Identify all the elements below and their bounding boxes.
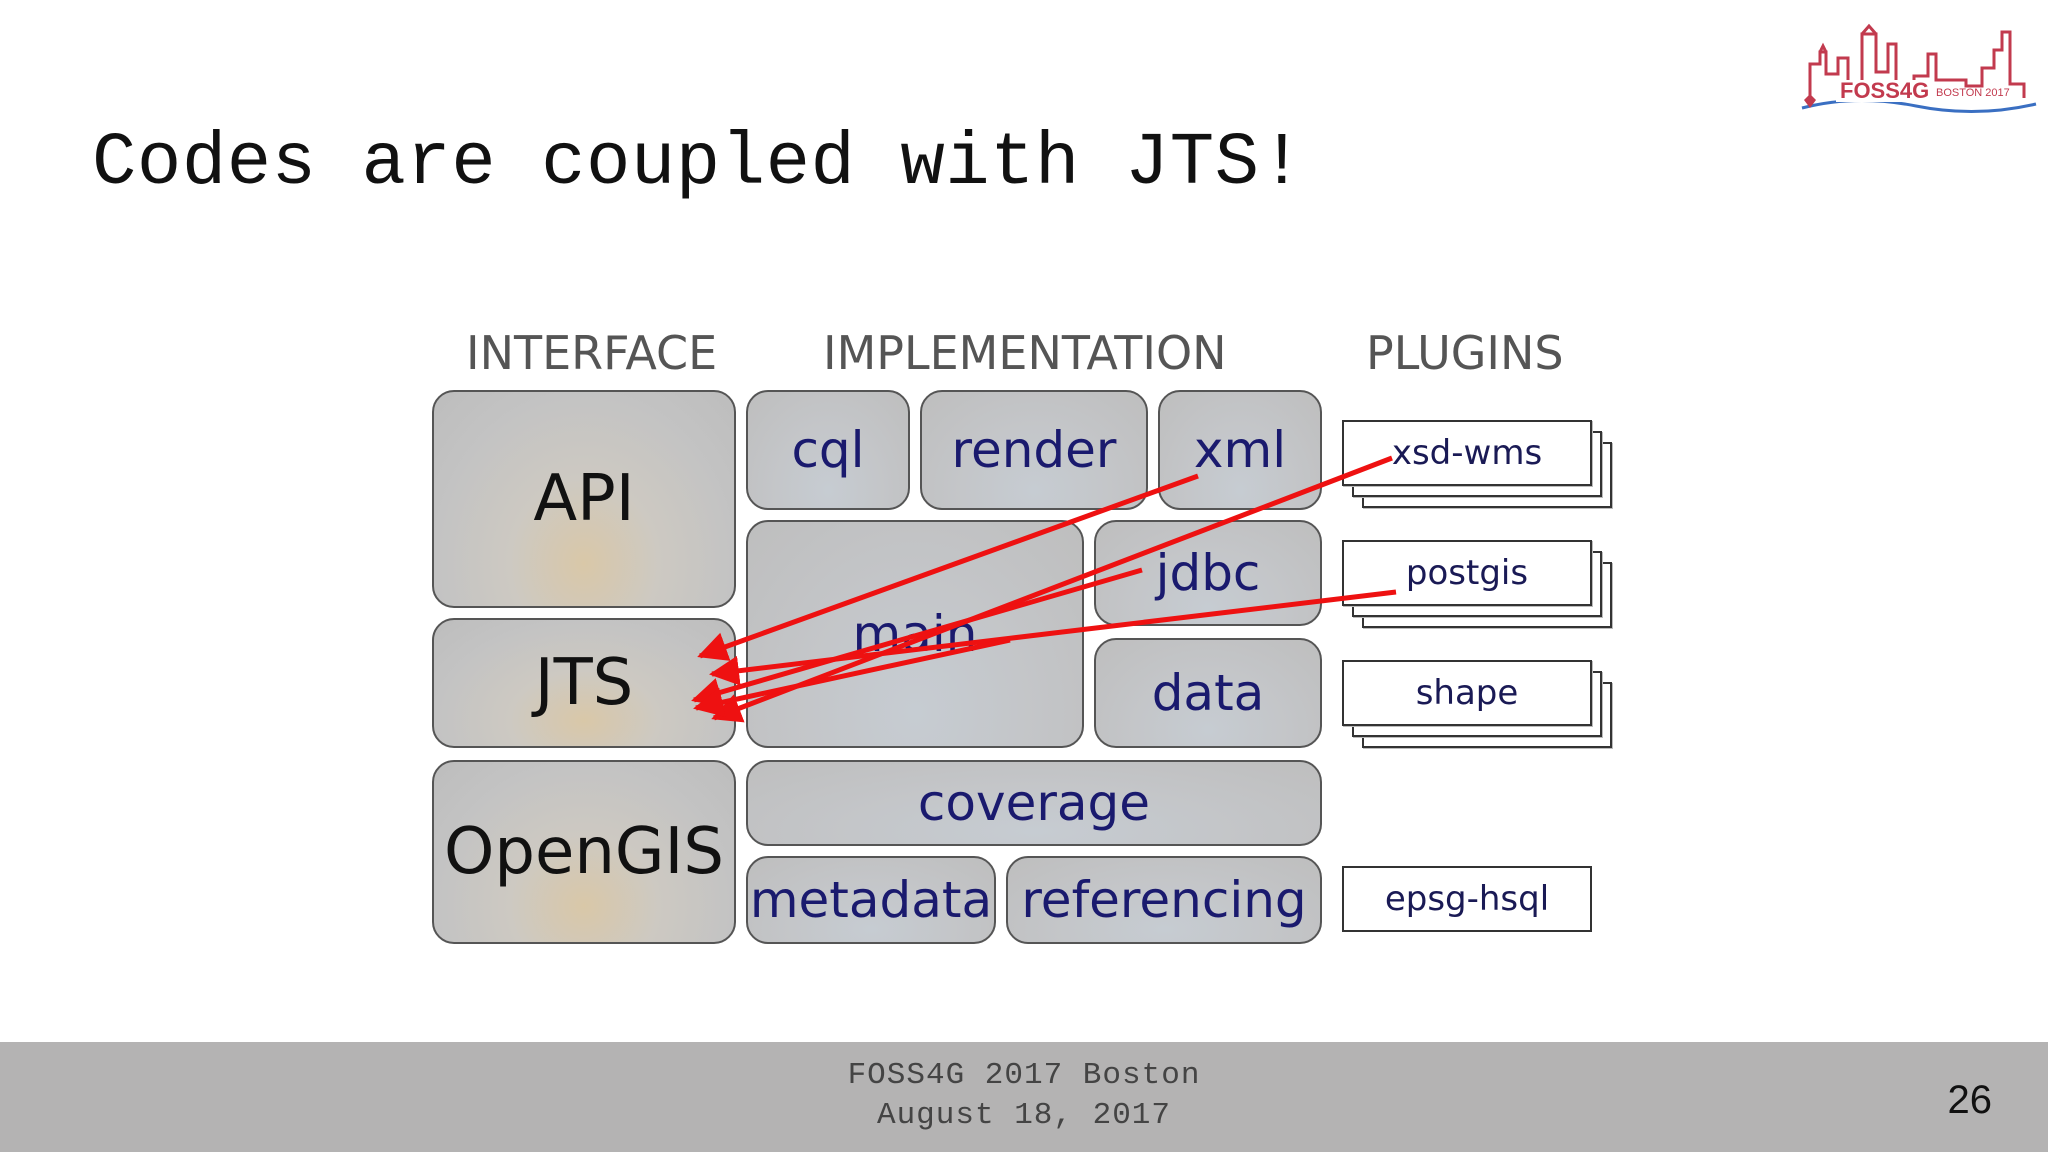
data-box: data [1094, 638, 1322, 748]
jts-label: JTS [534, 646, 634, 720]
plugin-xsd-wms: xsd-wms [1342, 420, 1614, 510]
slide-footer: FOSS4G 2017 Boston August 18, 2017 26 [0, 1042, 2048, 1152]
page-number: 26 [1947, 1078, 1993, 1122]
architecture-diagram: INTERFACE IMPLEMENTATION PLUGINS API JTS… [432, 326, 1614, 944]
opengis-label: OpenGIS [443, 815, 725, 889]
xml-label: xml [1193, 421, 1287, 479]
api-box: API [432, 390, 736, 608]
metadata-label: metadata [749, 871, 993, 929]
plugin-epsg-hsql: epsg-hsql [1342, 866, 1592, 932]
plugin-shape: shape [1342, 660, 1614, 750]
coverage-label: coverage [917, 774, 1151, 832]
main-box: main [746, 520, 1084, 748]
postgis-label: postgis [1405, 553, 1529, 593]
footer-date: August 18, 2017 [876, 1098, 1172, 1133]
xml-box: xml [1158, 390, 1322, 510]
slide-title: Codes are coupled with JTS! [92, 122, 1305, 206]
foss4g-logo: FOSS4G BOSTON 2017 [1801, 23, 2037, 113]
main-label: main [852, 605, 978, 663]
referencing-box: referencing [1006, 856, 1322, 944]
jdbc-box: jdbc [1094, 520, 1322, 626]
header-implementation: IMPLEMENTATION [823, 326, 1227, 380]
shape-label: shape [1415, 673, 1519, 713]
header-interface: INTERFACE [466, 326, 718, 380]
coverage-box: coverage [746, 760, 1322, 846]
logo-text: FOSS4G [1840, 78, 1929, 103]
api-label: API [533, 462, 635, 536]
data-label: data [1151, 664, 1265, 722]
plugin-postgis: postgis [1342, 540, 1614, 630]
cql-box: cql [746, 390, 910, 510]
epsg-hsql-label: epsg-hsql [1384, 879, 1550, 919]
header-plugins: PLUGINS [1366, 326, 1564, 380]
jts-box: JTS [432, 618, 736, 748]
render-label: render [951, 421, 1117, 479]
metadata-box: metadata [746, 856, 996, 944]
logo-subtext: BOSTON 2017 [1936, 87, 2010, 99]
cql-label: cql [791, 421, 865, 479]
referencing-label: referencing [1021, 871, 1307, 929]
jdbc-label: jdbc [1155, 544, 1261, 602]
opengis-box: OpenGIS [432, 760, 736, 944]
xsd-wms-label: xsd-wms [1391, 433, 1543, 473]
render-box: render [920, 390, 1148, 510]
footer-event: FOSS4G 2017 Boston [847, 1058, 1201, 1093]
